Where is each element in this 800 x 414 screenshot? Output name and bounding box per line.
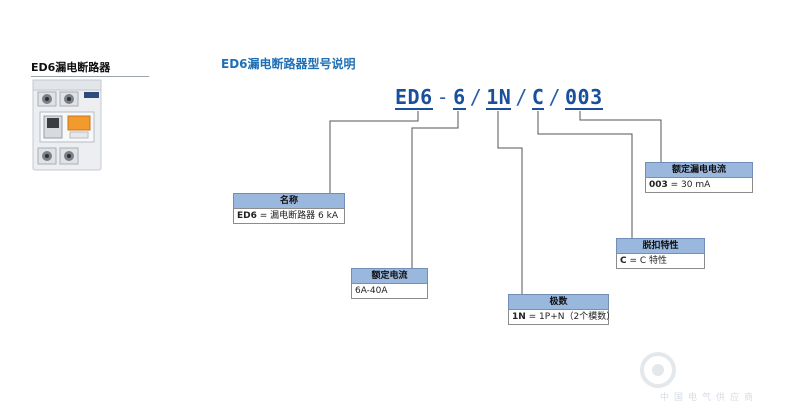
- box-name-value: ED6 = 漏电断路器 6 kA: [233, 208, 345, 224]
- connector-curve: [537, 111, 633, 238]
- breaker-image: [32, 79, 102, 171]
- box-trip-curve: 脱扣特性 C = C 特性: [616, 238, 705, 269]
- code-segment-curve: C: [531, 85, 545, 110]
- code-segment-series: ED6: [395, 85, 433, 110]
- box-name-header: 名称: [233, 193, 345, 208]
- code-separator: /: [469, 85, 483, 109]
- watermark-tagline: 中国电气供应商: [660, 393, 759, 403]
- code-segment-leakage: 003: [565, 85, 603, 110]
- watermark-logo-icon: [640, 352, 676, 388]
- code-separator: -: [436, 85, 450, 109]
- connector-leakage: [579, 111, 662, 162]
- box-rated-current-value: 6A-40A: [351, 283, 428, 299]
- box-poles: 极数 1N = 1P+N（2个模数）: [508, 294, 615, 325]
- watermark: 中国电气供应商: [636, 350, 796, 410]
- model-code: ED6-6/1N/C/003: [395, 84, 603, 110]
- code-separator: /: [515, 85, 528, 109]
- diagram-title: ED6漏电断路器型号说明: [221, 57, 356, 71]
- box-rated-current: 额定电流 6A-40A: [351, 268, 428, 299]
- code-separator: /: [548, 85, 561, 109]
- box-trip-curve-value: C = C 特性: [616, 253, 705, 269]
- connector-rated: [411, 111, 459, 268]
- connector-name: [329, 111, 419, 193]
- box-leakage-current-value: 003 = 30 mA: [645, 177, 753, 193]
- connector-poles: [497, 111, 523, 294]
- box-name: 名称 ED6 = 漏电断路器 6 kA: [233, 193, 345, 224]
- box-rated-current-header: 额定电流: [351, 268, 428, 283]
- code-segment-rated-current: 6: [453, 85, 466, 110]
- box-leakage-current: 额定漏电电流 003 = 30 mA: [645, 162, 753, 193]
- box-leakage-current-header: 额定漏电电流: [645, 162, 753, 177]
- box-trip-curve-header: 脱扣特性: [616, 238, 705, 253]
- box-poles-value: 1N = 1P+N（2个模数）: [508, 309, 615, 325]
- box-poles-header: 极数: [508, 294, 609, 309]
- code-segment-poles: 1N: [486, 85, 512, 110]
- product-title: ED6漏电断路器: [31, 60, 149, 77]
